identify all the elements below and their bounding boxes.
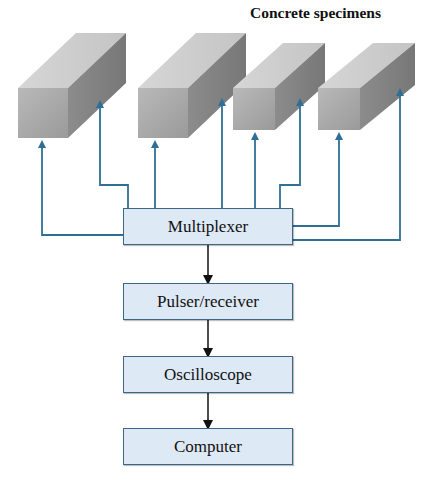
- concrete-beam: [233, 43, 325, 130]
- flow-arrow: [207, 245, 209, 283]
- process-box: Computer: [123, 428, 293, 465]
- box-label: Oscilloscope: [164, 365, 252, 385]
- concrete-beam: [18, 33, 126, 138]
- flow-arrow: [207, 320, 209, 356]
- box-label: Pulser/receiver: [157, 292, 259, 312]
- process-box: Multiplexer: [123, 208, 293, 245]
- process-box: Oscilloscope: [123, 356, 293, 393]
- concrete-beam: [138, 33, 246, 138]
- box-label: Multiplexer: [168, 217, 248, 237]
- box-label: Computer: [174, 437, 242, 457]
- sensor-wire: [42, 90, 400, 240]
- flow-arrow: [207, 393, 209, 428]
- diagram-title: Concrete specimens: [250, 4, 381, 22]
- process-box: Pulser/receiver: [123, 283, 293, 320]
